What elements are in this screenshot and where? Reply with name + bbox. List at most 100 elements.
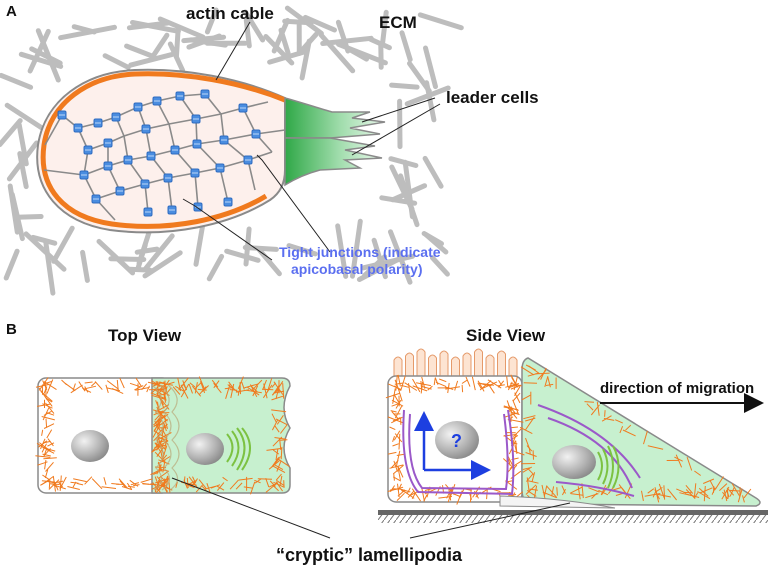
actin-filament [152,383,167,388]
actin-filament [82,387,92,393]
actin-filament [273,464,284,471]
actin-filament [461,379,468,384]
actin-filament [727,489,729,499]
actin-filament [40,479,50,486]
microvillus [405,352,414,379]
actin-filament [652,490,657,498]
actin-filament [228,381,236,391]
ecm-fiber [430,255,450,277]
actin-filament [271,395,285,401]
actin-filament [529,488,538,491]
actin-filament [461,384,464,393]
actin-cable [40,71,286,229]
actin-filament [70,481,79,484]
ecm-fiber [71,24,97,35]
leader-stress-fibers [537,404,641,497]
actin-filament [507,406,518,419]
actin-filament [407,490,415,498]
actin-filament [479,382,488,386]
actin-filament [512,412,520,416]
actin-filament [528,468,535,476]
actin-filament [194,382,198,394]
actin-filament [84,386,89,393]
actin-filament [729,487,735,497]
actin-filament [622,429,636,437]
actin-filament [542,491,557,499]
actin-filament [655,486,663,493]
microvillus [416,348,426,379]
actin-filament [547,376,551,388]
actin-filament [667,488,677,501]
actin-filament [277,458,290,468]
actin-filament [37,403,51,407]
actin-filament [43,410,52,416]
actin-filament [204,485,216,490]
actin-filament [398,433,401,450]
actin-filament [397,374,401,387]
actin-filament [619,426,624,434]
actin-filament [392,435,395,442]
actin-filament [126,482,132,490]
ecm-fiber [204,7,219,35]
actin-filament [229,389,238,391]
cryptic-lamellipodia-label: “cryptic” lamellipodia [276,545,463,565]
actin-filament [274,425,280,433]
ecm-fiber [284,5,324,36]
actin-filament [271,409,287,413]
actin-filament [449,484,456,499]
ecm-fiber [130,20,181,34]
actin-filament [703,485,706,502]
ecm-fiber [404,85,451,107]
ecm-fiber [388,156,419,168]
actin-filament [556,487,558,496]
cryptic-lamellipodia-top [151,384,180,491]
actin-filament [604,410,606,417]
actin-filament [577,486,581,500]
actin-filament [72,383,76,391]
actin-filament [512,399,519,415]
actin-filament [217,482,225,491]
ecm-fibers [0,5,464,296]
follower-stress-fibers [402,409,515,496]
actin-filament [698,487,709,497]
actin-filament [510,374,519,388]
actin-filament [447,382,450,394]
actin-filament [406,487,411,495]
actin-filament [235,482,243,490]
actin-filament [273,481,285,488]
ecm-fiber [371,237,388,280]
actin-filament [43,457,57,460]
actin-filament [719,483,728,491]
actin-filament [551,486,555,497]
actin-filament [514,386,521,396]
actin-filament [439,378,447,383]
actin-filament [156,393,166,397]
actin-filament [178,377,189,391]
actin-filament [561,488,566,496]
actin-filament [675,454,683,468]
actin-filament [693,492,699,499]
actin-filament [44,460,47,470]
side-view-green-arcs [597,445,620,489]
actin-filament [514,445,517,452]
actin-filament [477,382,482,389]
actin-filament [146,385,150,393]
actin-filament [229,479,239,490]
ecm-fiber [17,151,29,190]
actin-filament [271,419,279,431]
actin-filament [663,485,666,500]
actin-filament [603,417,615,421]
leader-cell-top [284,97,386,139]
panel-a-letter: A [6,3,17,20]
actin-filament [237,376,244,389]
top-view-leader-cell [151,377,291,494]
actin-filament [506,376,509,388]
actin-filament [392,417,401,422]
actin-filament [186,477,189,489]
actin-filament [742,495,745,503]
actin-filament [84,381,93,384]
actin-filament [222,476,228,482]
actin-filament [275,388,279,400]
actin-filament [118,478,128,489]
